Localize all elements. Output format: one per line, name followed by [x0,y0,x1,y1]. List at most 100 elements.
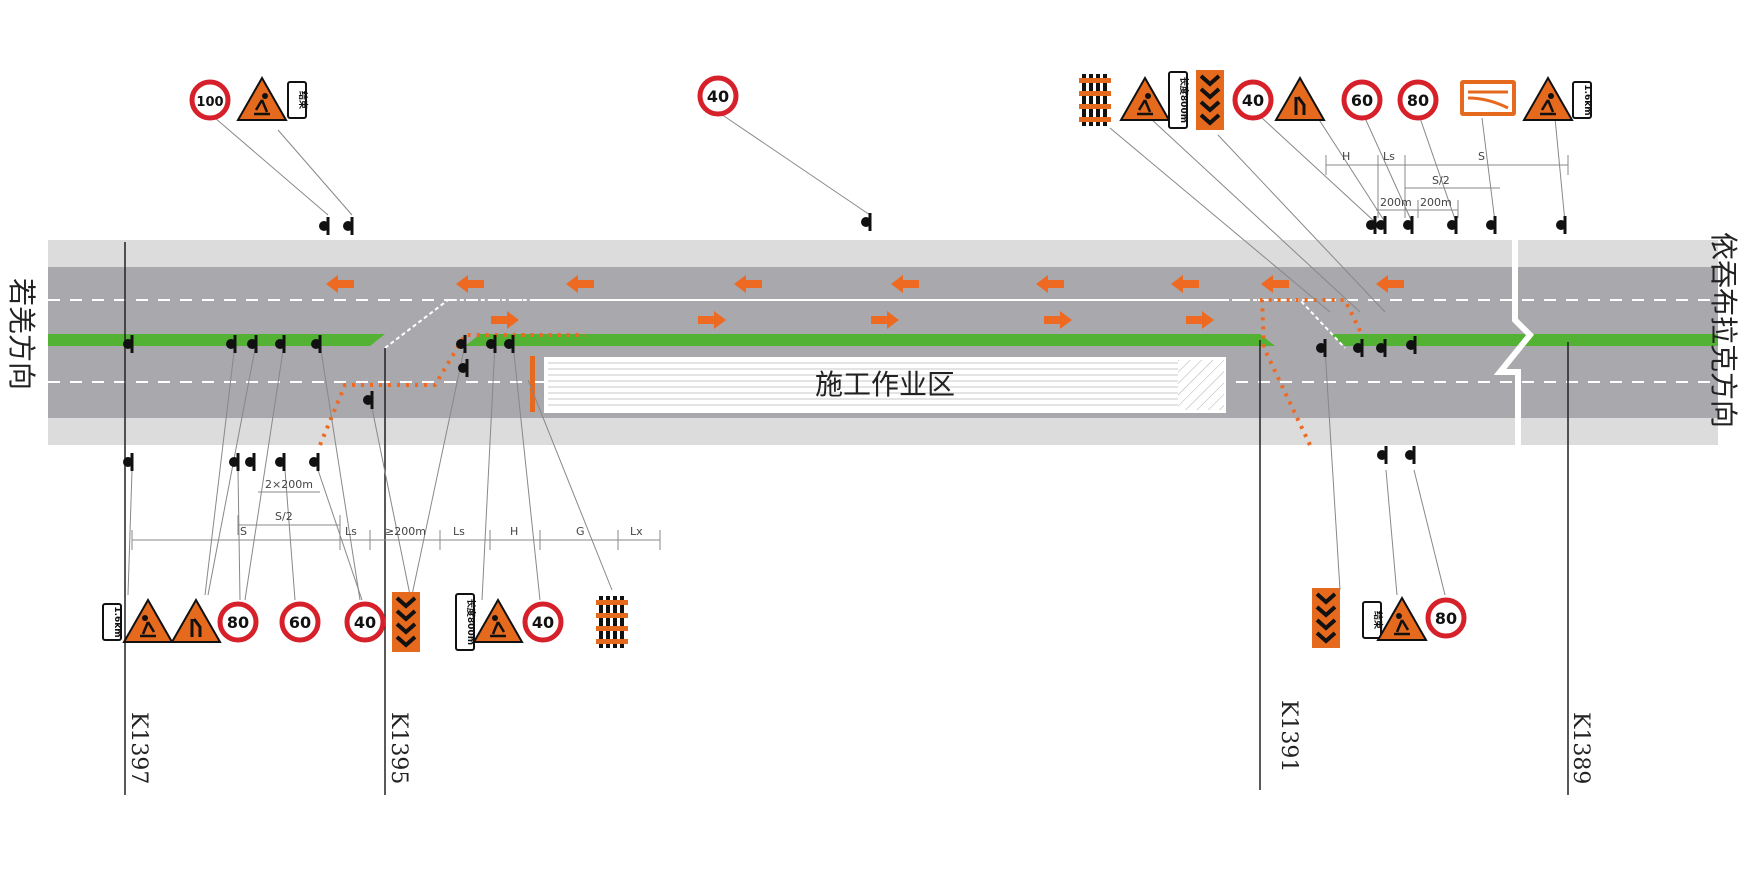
dim-S2: S/2 [275,510,293,523]
dimension-top [1325,155,1569,218]
svg-text:40: 40 [707,87,729,106]
sign-post-icon [1376,339,1387,357]
svg-text:结束: 结束 [1372,611,1384,630]
sign-post-icon [123,335,134,353]
dim-2x200: 2×200m [265,478,313,491]
arrow-right-icon [698,311,726,329]
chevron-sign [1196,70,1224,130]
dimension-bottom [131,491,661,550]
sign-post-icon [1353,339,1364,357]
sign-post-icon [1406,336,1417,354]
speed-limit-sign: 40 [344,601,386,643]
cone-line-right [1259,298,1364,446]
speed-limit-sign: 40 [522,601,564,643]
arrow-left-icon [566,275,594,293]
road-work-sign [1522,75,1574,121]
speed-limit-sign: 80 [1397,79,1439,121]
lane-change-sign [1460,80,1516,116]
dim-Lx: Lx [630,525,643,538]
svg-text:100: 100 [196,95,223,110]
svg-text:长度800m: 长度800m [465,599,477,645]
svg-text:40: 40 [354,613,376,632]
arrow-right-icon [1044,311,1072,329]
arrow-left-icon [456,275,484,293]
stake-k1389: K1389 [1568,712,1593,784]
road-work-sign [236,75,288,121]
road-work-sign [1376,595,1428,641]
stake-k1391: K1391 [1276,700,1301,772]
arrow-left-icon [891,275,919,293]
sign-post-icon [1366,216,1377,234]
dim-ge200: ≥200m [385,525,426,538]
svg-text:80: 80 [1435,609,1457,628]
dim-Ls1: Ls [345,525,357,538]
upper-shoulder [48,240,1718,267]
lane-arrows [326,275,1404,329]
speed-limit-sign: 100 [189,79,231,121]
auxiliary-plate: 1.6km [102,603,122,641]
sign-posts [123,213,1567,471]
svg-text:结束: 结束 [297,91,309,110]
lower-shoulder [48,418,1718,445]
svg-text:1.6km: 1.6km [1582,84,1592,115]
sign-post-icon [245,453,256,471]
svg-text:40: 40 [1242,91,1264,110]
svg-text:60: 60 [1351,91,1373,110]
work-zone-label: 施工作业区 [815,368,955,401]
road-break [1493,225,1535,445]
road-work-sign [1119,75,1171,121]
road-work-sign [472,597,524,643]
arrow-left-icon [1036,275,1064,293]
auxiliary-plate: 结束 [1362,601,1384,639]
auxiliary-plate: 长度800m [455,593,477,651]
sign-post-icon [1316,339,1327,357]
sign-post-icon [458,359,469,377]
lane-merge-sign [1274,75,1326,121]
dimension-top-labels: H Ls S S/2 200m 200m [1342,150,1485,209]
arrow-right-icon [1186,311,1214,329]
road-barrier-sign [1079,74,1111,126]
sign-post-icon [1556,216,1567,234]
road-barrier-sign [596,596,628,648]
dim-top-S: S [1478,150,1485,163]
sign-post-icon [311,335,322,353]
arrow-left-icon [734,275,762,293]
dim-top-200a: 200m [1380,196,1412,209]
signs: 100 结束 40 长度800m 40 60 80 1.6km 1.6km 80 60 40 长度800… [102,70,1592,652]
leader-lines [127,111,1566,601]
stake-labels: K1397 K1395 K1391 K1389 [126,700,1593,784]
sign-post-icon [343,217,354,235]
work-zone-end-barrier [530,356,535,412]
sign-post-icon [123,453,134,471]
stake-k1397: K1397 [126,712,151,784]
svg-text:80: 80 [227,613,249,632]
speed-limit-sign: 60 [279,601,321,643]
dim-top-S2: S/2 [1432,174,1450,187]
cone-line-left [318,333,585,446]
lane-merge-sign [170,597,222,643]
sign-post-icon [861,213,872,231]
svg-text:80: 80 [1407,91,1429,110]
arrow-left-icon [1376,275,1404,293]
arrow-left-icon [326,275,354,293]
speed-limit-sign: 60 [1341,79,1383,121]
sign-post-icon [1377,446,1388,464]
sign-post-icon [1486,216,1497,234]
left-direction-label: 若羌方向 [5,278,38,390]
svg-text:长度800m: 长度800m [1178,77,1190,123]
svg-text:60: 60 [289,613,311,632]
sign-post-icon [1447,216,1458,234]
auxiliary-plate: 长度800m [1168,71,1190,129]
work-zone: 施工作业区 [530,356,1226,413]
speed-limit-sign: 40 [697,75,739,117]
sign-post-icon [275,335,286,353]
auxiliary-plate: 结束 [287,81,309,119]
sign-post-icon [275,453,286,471]
dim-top-Ls: Ls [1383,150,1395,163]
sign-post-icon [456,335,467,353]
speed-limit-sign: 80 [1425,597,1467,639]
dim-G: G [576,525,585,538]
dim-H: H [510,525,518,538]
stake-lines [124,242,1569,795]
